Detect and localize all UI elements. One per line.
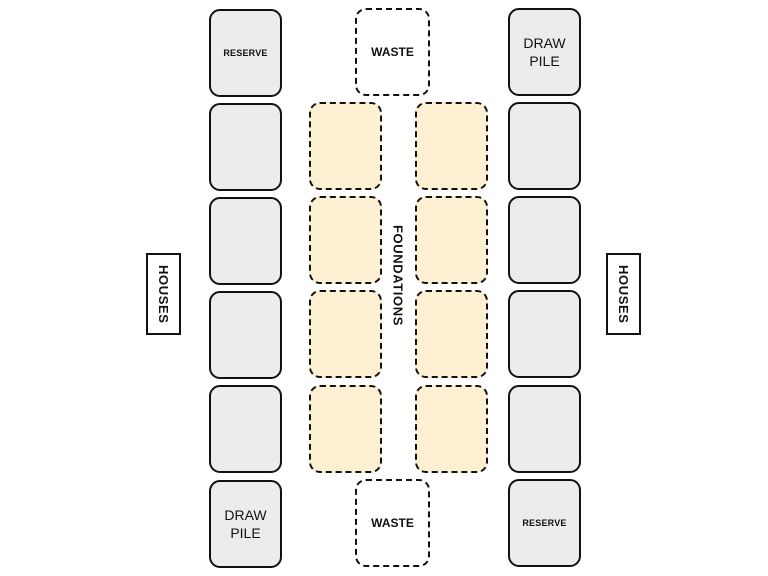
reserve-left-label: RESERVE — [223, 48, 268, 58]
foundation-left-4[interactable] — [309, 385, 382, 473]
waste-bottom-label: WASTE — [371, 516, 414, 530]
house-right-slot-2[interactable] — [508, 196, 581, 284]
foundation-left-2[interactable] — [309, 196, 382, 284]
house-left-slot-2[interactable] — [209, 197, 282, 285]
reserve-right-slot[interactable]: RESERVE — [508, 479, 581, 567]
foundation-right-3[interactable] — [415, 290, 488, 378]
houses-right-label: HOUSES — [606, 253, 641, 335]
house-right-slot-3[interactable] — [508, 290, 581, 378]
reserve-left-slot[interactable]: RESERVE — [209, 9, 282, 97]
draw-pile-left-label: DRAW PILE — [224, 507, 267, 541]
foundation-right-4[interactable] — [415, 385, 488, 473]
reserve-right-label: RESERVE — [522, 518, 567, 528]
foundation-left-3[interactable] — [309, 290, 382, 378]
foundation-right-2[interactable] — [415, 196, 488, 284]
draw-pile-right-label: DRAW PILE — [523, 35, 566, 69]
house-left-slot-1[interactable] — [209, 103, 282, 191]
foundation-right-1[interactable] — [415, 102, 488, 190]
house-left-slot-3[interactable] — [209, 291, 282, 379]
foundations-label: FOUNDATIONS — [390, 224, 406, 326]
draw-pile-left-slot[interactable]: DRAW PILE — [209, 480, 282, 568]
house-right-slot-1[interactable] — [508, 102, 581, 190]
waste-bottom-slot[interactable]: WASTE — [355, 479, 430, 567]
house-right-slot-4[interactable] — [508, 385, 581, 473]
foundation-left-1[interactable] — [309, 102, 382, 190]
draw-pile-right-slot[interactable]: DRAW PILE — [508, 8, 581, 96]
waste-top-label: WASTE — [371, 45, 414, 59]
house-left-slot-4[interactable] — [209, 385, 282, 473]
houses-left-label: HOUSES — [146, 253, 181, 335]
waste-top-slot[interactable]: WASTE — [355, 8, 430, 96]
